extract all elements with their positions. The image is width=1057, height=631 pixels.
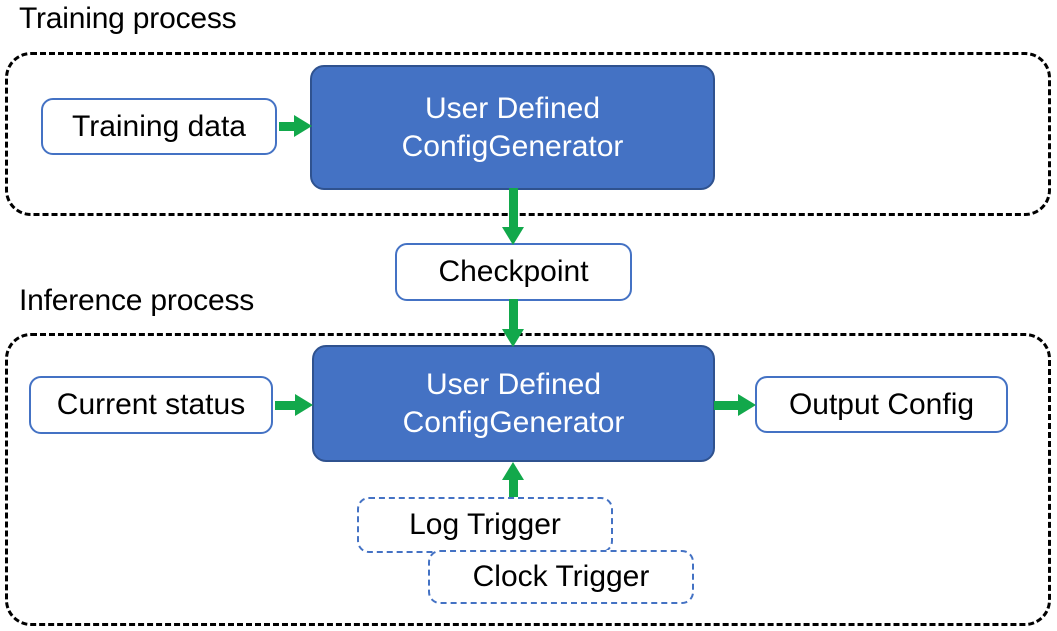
arrow-head bbox=[502, 227, 524, 245]
section-label-inference: Inference process bbox=[19, 284, 255, 317]
node-generator-training-line1: User Defined bbox=[424, 91, 601, 125]
arrow-right-icon-current-status-to-generator bbox=[275, 391, 313, 419]
arrow-up-icon-triggers-to-generator bbox=[502, 462, 524, 504]
node-current-status-label: Current status bbox=[56, 388, 246, 421]
arrow-shaft bbox=[508, 478, 518, 504]
arrow-shaft bbox=[275, 400, 296, 410]
node-output-config[interactable]: Output Config bbox=[755, 376, 1008, 433]
arrow-right-icon-training-data-to-generator bbox=[279, 112, 312, 140]
node-user-defined-config-generator-inference[interactable]: User Defined ConfigGenerator bbox=[312, 345, 715, 462]
node-checkpoint-label: Checkpoint bbox=[438, 255, 589, 288]
node-clock-trigger-label: Clock Trigger bbox=[472, 560, 650, 593]
node-clock-trigger[interactable]: Clock Trigger bbox=[428, 550, 694, 604]
node-output-config-label: Output Config bbox=[788, 387, 975, 421]
node-log-trigger-label: Log Trigger bbox=[409, 508, 561, 541]
arrow-shaft bbox=[714, 400, 739, 410]
arrow-head bbox=[738, 394, 756, 416]
arrow-shaft bbox=[508, 299, 518, 330]
arrow-down-icon-generator-to-checkpoint bbox=[502, 188, 524, 245]
arrow-head bbox=[295, 394, 313, 416]
arrow-down-icon-checkpoint-to-generator bbox=[502, 299, 524, 347]
arrow-shaft bbox=[279, 121, 295, 131]
node-generator-inference-line2: ConfigGenerator bbox=[402, 405, 625, 439]
group-container-training-process bbox=[5, 52, 1051, 216]
node-generator-training-line2: ConfigGenerator bbox=[401, 129, 624, 163]
section-label-training: Training process bbox=[19, 2, 237, 35]
group-container-inference-process bbox=[5, 333, 1051, 626]
arrow-head bbox=[502, 329, 524, 347]
node-user-defined-config-generator-training[interactable]: User Defined ConfigGenerator bbox=[310, 65, 715, 190]
node-log-trigger[interactable]: Log Trigger bbox=[357, 497, 613, 553]
arrow-shaft bbox=[508, 188, 518, 228]
node-training-data[interactable]: Training data bbox=[41, 98, 277, 155]
node-checkpoint[interactable]: Checkpoint bbox=[395, 243, 632, 301]
arrow-right-icon-generator-to-output-config bbox=[714, 391, 756, 419]
arrow-head bbox=[294, 115, 312, 137]
node-current-status[interactable]: Current status bbox=[29, 376, 273, 434]
node-training-data-label: Training data bbox=[72, 109, 246, 143]
node-generator-inference-line1: User Defined bbox=[425, 367, 602, 401]
arrow-head bbox=[502, 462, 524, 480]
